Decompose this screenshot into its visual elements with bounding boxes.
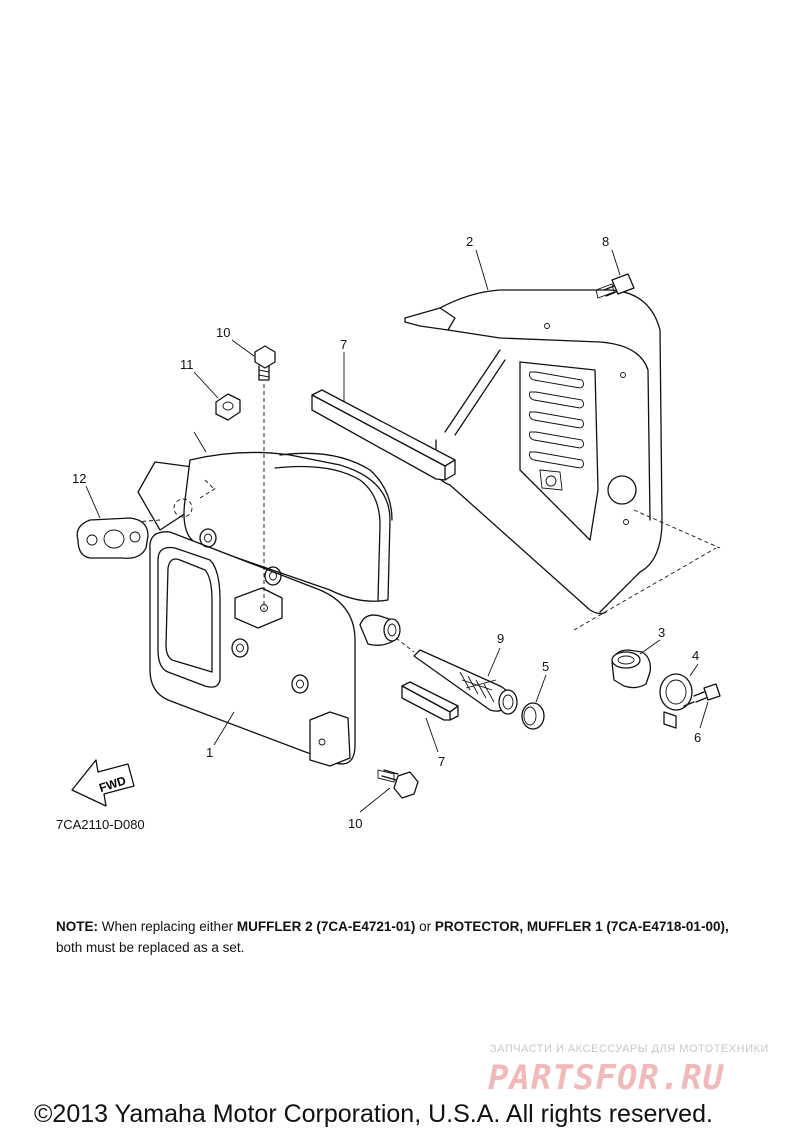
note-text-2: or xyxy=(415,919,435,934)
note-part-protector: PROTECTOR, MUFFLER 1 (7CA-E4718-01-00), xyxy=(434,919,729,934)
copyright-notice: ©2013 Yamaha Motor Corporation, U.S.A. A… xyxy=(34,1100,713,1128)
exploded-parts-diagram: FWD 2 8 10 7 11 12 9 3 4 5 6 1 7 10 7CA2… xyxy=(56,234,721,832)
part-4-clamp-drawing xyxy=(659,673,695,729)
diagram-code: 7CA2110-D080 xyxy=(56,817,145,832)
callout-11: 11 xyxy=(180,357,194,372)
part-11-nut-drawing xyxy=(215,393,241,421)
part-2-protector-drawing xyxy=(404,289,663,615)
callout-4: 4 xyxy=(692,648,699,663)
part-10-lower-bolt-drawing xyxy=(377,769,419,799)
callout-6: 6 xyxy=(694,730,701,745)
part-3-outlet-drawing xyxy=(573,509,721,689)
part-6-screw-drawing xyxy=(693,683,721,703)
leader-lines xyxy=(85,249,709,813)
callout-9: 9 xyxy=(497,631,504,646)
note-text-1: When replacing either xyxy=(98,919,237,934)
fwd-arrow: FWD xyxy=(71,759,135,807)
part-7-lower-strip-drawing xyxy=(401,681,459,721)
callout-1: 1 xyxy=(206,745,213,760)
part-12-gasket-drawing xyxy=(76,517,149,559)
note-part-muffler-2: MUFFLER 2 (7CA-E4721-01) xyxy=(236,919,416,934)
callout-7-upper: 7 xyxy=(340,337,347,352)
note-text-3: both must be replaced as a set. xyxy=(56,940,245,955)
part-1-muffler-drawing xyxy=(134,451,401,767)
callout-10-upper: 10 xyxy=(216,325,230,340)
part-5-cap-drawing xyxy=(521,702,545,730)
callout-12: 12 xyxy=(72,471,86,486)
callout-7-lower: 7 xyxy=(438,754,445,769)
watermark-logo: PARTSFOR.RU xyxy=(488,1058,725,1098)
part-9-spark-arrester-drawing xyxy=(395,637,518,715)
part-10-upper-bolt-drawing xyxy=(254,345,276,610)
callout-3: 3 xyxy=(658,625,665,640)
part-8-bolt-drawing xyxy=(595,273,635,299)
callout-5: 5 xyxy=(542,659,549,674)
callout-8: 8 xyxy=(602,234,609,249)
replacement-note: NOTE: When replacing either MUFFLER 2 (7… xyxy=(56,916,756,958)
callout-2: 2 xyxy=(466,234,473,249)
callout-numbers: 2 8 10 7 11 12 9 3 4 5 6 1 7 10 xyxy=(72,234,701,831)
note-label: NOTE: xyxy=(56,919,98,934)
watermark-tagline: ЗАПЧАСТИ И АКСЕССУАРЫ ДЛЯ МОТОТЕХНИКИ xyxy=(490,1043,769,1055)
part-7-upper-strip-drawing xyxy=(311,389,456,481)
callout-10-lower: 10 xyxy=(348,816,362,831)
